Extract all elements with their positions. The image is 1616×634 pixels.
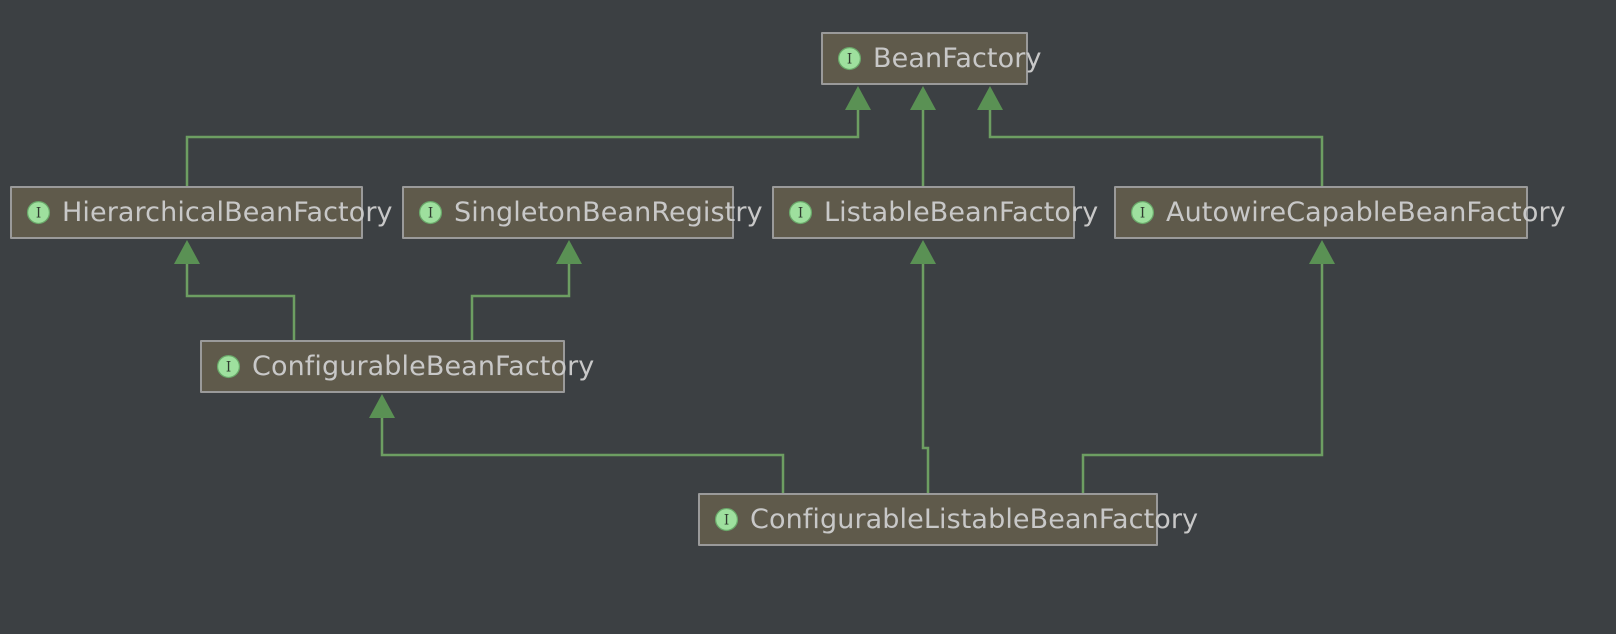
node-label: BeanFactory [873, 43, 1042, 74]
svg-text:I: I [428, 206, 433, 222]
arrowhead-singletonregistry [556, 240, 582, 264]
edge-configurable-to-singletonregistry [470, 257, 571, 340]
svg-text:I: I [798, 206, 803, 222]
node-label: AutowireCapableBeanFactory [1166, 197, 1566, 228]
node-label: ConfigurableListableBeanFactory [750, 504, 1199, 535]
edge-hierarchical-to-beanfactory [185, 104, 860, 186]
node-singletonbeanregistry[interactable]: I SingletonBeanRegistry [402, 186, 763, 239]
interface-icon: I [1130, 200, 1155, 225]
svg-text:I: I [1140, 206, 1145, 222]
node-label: ConfigurableBeanFactory [252, 351, 595, 382]
arrowhead-listable [910, 240, 936, 264]
interface-icon: I [216, 354, 241, 379]
interface-icon: I [26, 200, 51, 225]
svg-text:I: I [724, 513, 729, 529]
node-label: HierarchicalBeanFactory [62, 197, 393, 228]
arrowhead-beanfactory-right [977, 86, 1003, 110]
svg-text:I: I [226, 360, 231, 376]
node-hierarchicalbeanfactory[interactable]: I HierarchicalBeanFactory [10, 186, 393, 239]
edge-configurablelistable-to-listable [921, 257, 930, 493]
node-label: ListableBeanFactory [824, 197, 1099, 228]
node-listablebeanfactory[interactable]: I ListableBeanFactory [772, 186, 1098, 239]
edge-configurablelistable-to-configurable [380, 411, 785, 493]
edge-autowirecapable-to-beanfactory [988, 104, 1324, 186]
arrowhead-beanfactory-left [845, 86, 871, 110]
node-configurablebeanfactory[interactable]: I ConfigurableBeanFactory [200, 340, 594, 393]
node-beanfactory[interactable]: I BeanFactory [821, 32, 1041, 85]
svg-text:I: I [36, 206, 41, 222]
arrowhead-autowirecapable [1309, 240, 1335, 264]
node-configurablelistablebeanfactory[interactable]: I ConfigurableListableBeanFactory [698, 493, 1198, 546]
edge-configurablelistable-to-autowirecapable [1081, 257, 1324, 493]
interface-icon: I [714, 507, 739, 532]
edge-configurable-to-hierarchical [185, 257, 296, 340]
arrowhead-hierarchical [174, 240, 200, 264]
node-label: SingletonBeanRegistry [454, 197, 763, 228]
interface-icon: I [837, 46, 862, 71]
arrowhead-configurable [369, 394, 395, 418]
node-autowirecapablebeanfactory[interactable]: I AutowireCapableBeanFactory [1114, 186, 1566, 239]
interface-icon: I [418, 200, 443, 225]
interface-icon: I [788, 200, 813, 225]
arrowhead-beanfactory-mid [910, 86, 936, 110]
svg-text:I: I [847, 52, 852, 68]
